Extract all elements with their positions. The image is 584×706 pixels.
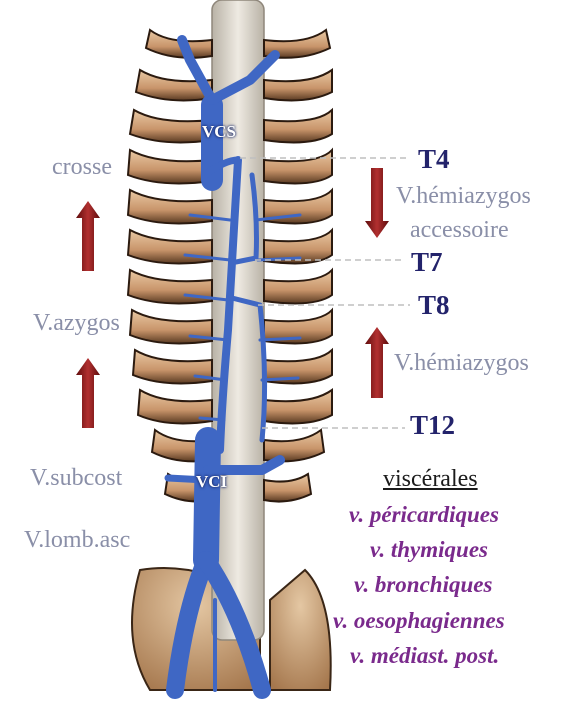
lumbar-ascending-label: V.lomb.asc bbox=[24, 527, 131, 553]
arrow-up-left-upper bbox=[76, 201, 100, 271]
hemiazygos-accessory-label-line2: accessoire bbox=[410, 217, 509, 243]
hemiazygos-label: V.hémiazygos bbox=[394, 350, 529, 376]
hemiazygos-accessory-vein bbox=[233, 172, 259, 265]
level-t4: T4 bbox=[418, 144, 450, 174]
ribs-right bbox=[263, 28, 333, 503]
level-t8: T8 bbox=[418, 290, 450, 320]
level-lines bbox=[240, 157, 410, 429]
azygos-label: V.azygos bbox=[33, 310, 120, 336]
visceral-item-pericardial: v. péricardiques bbox=[349, 502, 499, 527]
pelvis-right bbox=[269, 568, 332, 691]
azygos-vein bbox=[216, 156, 242, 454]
arrow-up-right bbox=[365, 327, 389, 398]
subcostal-label: V.subcost bbox=[30, 465, 123, 491]
visceral-item-bronchial: v. bronchiques bbox=[354, 572, 493, 597]
crosse-label: crosse bbox=[52, 154, 112, 180]
hemiazygos-accessory-label-line1: V.hémiazygos bbox=[396, 183, 531, 209]
visceral-item-mediastinal: v. médiast. post. bbox=[350, 643, 500, 668]
visceral-item-thymic: v. thymiques bbox=[370, 537, 488, 562]
vci-vein bbox=[193, 427, 221, 573]
visceral-item-oesophageal: v. oesophagiennes bbox=[333, 608, 505, 633]
level-t12: T12 bbox=[410, 410, 456, 440]
hemiazygos-vein bbox=[229, 295, 268, 443]
vci-label: VCI bbox=[196, 472, 228, 491]
level-t7: T7 bbox=[411, 247, 443, 277]
arrow-down-right bbox=[365, 168, 389, 238]
visceral-title: viscérales bbox=[383, 466, 478, 492]
arrow-up-left-lower bbox=[76, 358, 100, 428]
venous-system bbox=[164, 35, 302, 699]
flow-arrows bbox=[76, 168, 389, 428]
vcs-label: VCS bbox=[202, 122, 237, 141]
